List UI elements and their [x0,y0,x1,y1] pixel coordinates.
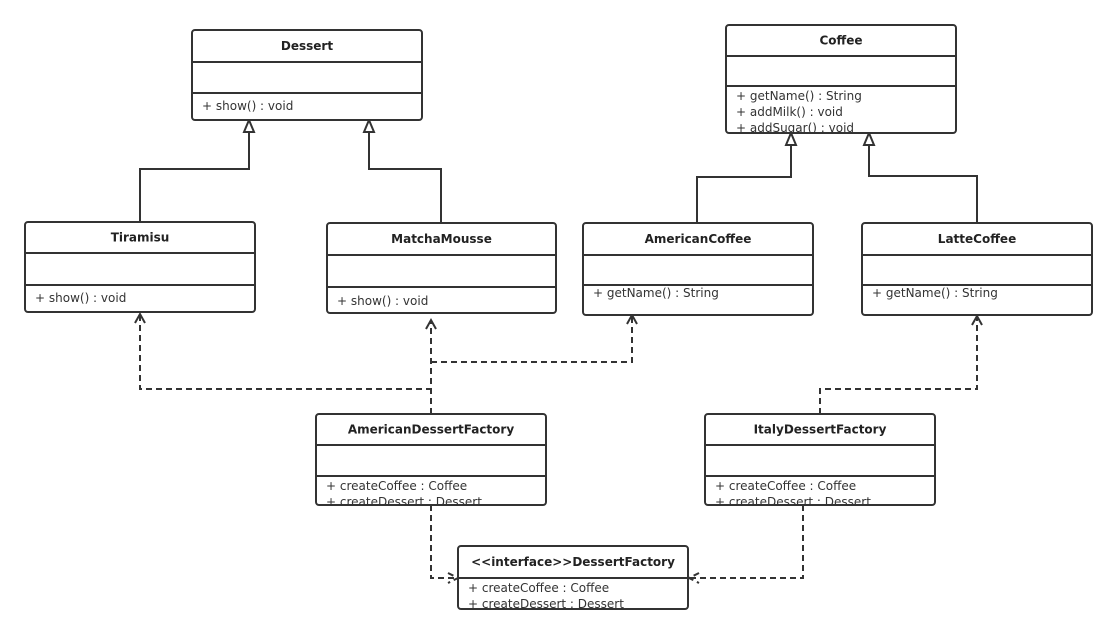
class-method: + createDessert : Dessert [326,495,482,509]
class-name: ItalyDessertFactory [754,423,887,437]
class-dessert[interactable]: Dessert + show() : void [191,29,423,121]
class-method: + addSugar() : void [736,121,854,135]
relations [134,117,983,584]
class-name: MatchaMousse [391,232,492,246]
class-american-coffee[interactable]: AmericanCoffee + getName() : String [582,222,814,316]
class-method: + createCoffee : Coffee [715,479,856,493]
inheritance-matcha-dessert [368,132,442,223]
class-name: Tiramisu [111,231,170,245]
class-latte[interactable]: LatteCoffee + getName() : String [861,222,1093,316]
class-method: + addMilk() : void [736,105,843,119]
class-method: + createCoffee : Coffee [468,581,609,595]
class-matcha[interactable]: MatchaMousse + show() : void [326,222,557,314]
realization-italyfactory-interface [690,505,804,579]
class-method: + show() : void [35,291,126,305]
class-method: + getName() : String [736,89,862,103]
inheritance-arrow-icon [784,130,798,146]
dependency-americanfactory-americancoffee [431,316,633,363]
class-coffee[interactable]: Coffee + getName() : String + addMilk() : … [725,24,957,135]
class-method: + createCoffee : Coffee [326,479,467,493]
class-name: <<interface>>DessertFactory [471,555,675,569]
class-box [191,29,423,121]
class-box [582,222,814,316]
class-italy-factory[interactable]: ItalyDessertFactory + createCoffee : Coff… [704,413,936,509]
class-box [315,413,547,506]
class-box [725,24,957,134]
class-dessert-factory[interactable]: <<interface>>DessertFactory + createCoffe… [457,545,689,611]
inheritance-arrow-icon [242,117,256,133]
class-box [704,413,936,506]
dependency-italyfactory-latte [819,317,978,414]
class-box [24,221,256,313]
class-name: AmericanCoffee [645,232,752,246]
inheritance-latte-coffee [868,145,978,223]
class-method: + createDessert : Dessert [468,597,624,611]
class-method: + show() : void [202,99,293,113]
class-name: Coffee [819,34,862,48]
realization-americanfactory-interface [430,505,457,579]
inheritance-arrow-icon [862,130,876,146]
class-box [861,222,1093,316]
class-method: + getName() : String [593,286,719,300]
inheritance-arrow-icon [362,117,376,133]
class-method: + getName() : String [872,286,998,300]
inheritance-tiramisu-dessert [139,132,250,222]
dependency-arrow-icon [134,311,146,324]
inheritance-americancoffee-coffee [696,145,792,223]
class-tiramisu[interactable]: Tiramisu + show() : void [24,221,256,313]
class-box [326,222,557,314]
class-method: + show() : void [337,294,428,308]
class-method: + createDessert : Dessert [715,495,871,509]
dependency-factory-tiramisu [139,315,431,390]
class-american-factory[interactable]: AmericanDessertFactory + createCoffee : C… [315,413,547,509]
class-name: AmericanDessertFactory [348,423,514,437]
class-name: Dessert [281,39,333,53]
dependency-arrow-icon [425,317,437,330]
class-name: LatteCoffee [938,232,1016,246]
